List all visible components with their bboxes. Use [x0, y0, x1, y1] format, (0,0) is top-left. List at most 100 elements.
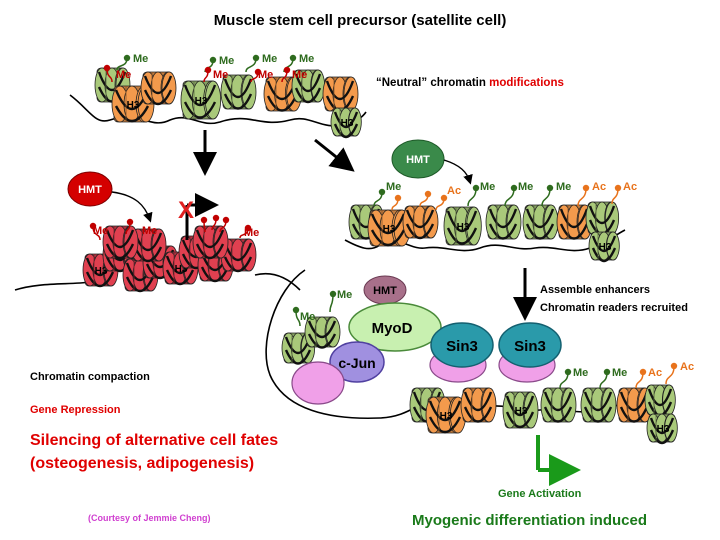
- h3-label: H3: [457, 222, 470, 233]
- svg-text:Me: Me: [299, 53, 314, 65]
- neutral-label-text: “Neutral” chromatin: [376, 77, 486, 89]
- methyl-tail: Me: [329, 289, 352, 313]
- svg-text:Me: Me: [116, 69, 131, 81]
- myod-label: MyoD: [372, 320, 413, 337]
- methyl-tail: Me: [281, 66, 307, 83]
- hmt-green-arrow: [443, 159, 473, 185]
- h3-label: H3: [515, 406, 528, 417]
- acetyl-tail: Ac: [635, 367, 662, 389]
- svg-text:Me: Me: [480, 181, 495, 193]
- methyl-tail: [200, 216, 208, 233]
- methyl-tail: Me: [504, 181, 533, 207]
- hmt-red-arrow: [111, 191, 153, 223]
- sin3-complex-right: Sin3: [498, 322, 562, 383]
- nucleosome: [102, 225, 139, 260]
- hmt-mauve-label: HMT: [373, 285, 397, 297]
- methyl-tail: Me: [541, 181, 571, 207]
- svg-text:Me: Me: [142, 225, 157, 237]
- acetyl-tail: Ac: [665, 361, 694, 385]
- courtesy-credit: (Courtesy of Jemmie Cheng): [88, 513, 211, 523]
- h3-label: H3: [127, 100, 140, 111]
- nucleosome: [644, 384, 676, 417]
- nucleosome: H3: [646, 413, 678, 445]
- nucleosome: H3: [502, 391, 539, 429]
- h3-label: H3: [175, 264, 188, 275]
- arrow-to-activation: [314, 138, 355, 172]
- h3-label: H3: [195, 96, 208, 107]
- readers-label: Chromatin readers recruited: [540, 302, 688, 314]
- nucleosome: [540, 387, 577, 423]
- svg-text:Me: Me: [258, 69, 273, 81]
- acetyl-tail: Ac: [577, 181, 606, 207]
- nucleosome: [616, 387, 653, 423]
- h3-label: H3: [599, 242, 612, 253]
- nucleosome: [522, 204, 559, 240]
- nucleosome: [220, 74, 257, 110]
- gene-repression-label: Gene Repression: [30, 404, 121, 416]
- myogenic-label: Myogenic differentiation induced: [412, 512, 648, 529]
- svg-text:Ac: Ac: [447, 185, 461, 197]
- block-x-mark: X: [178, 197, 194, 224]
- repressed-chromatin-fiber: [14, 272, 301, 291]
- svg-text:Me: Me: [337, 289, 352, 301]
- svg-text:Ac: Ac: [680, 361, 694, 373]
- methyl-tail: Me: [89, 222, 108, 241]
- nucleosome: [402, 205, 439, 240]
- neutral-label-highlight: modifications: [489, 77, 564, 89]
- nucleosome: H3: [367, 209, 411, 247]
- svg-text:Me: Me: [213, 69, 228, 81]
- svg-text:Me: Me: [133, 53, 148, 65]
- nucleosome: [322, 76, 359, 112]
- svg-text:Me: Me: [300, 311, 315, 323]
- page-title: Muscle stem cell precursor (satellite ce…: [213, 12, 507, 29]
- sin3-left-label: Sin3: [446, 338, 478, 355]
- blocked-transcription-arrow: [185, 193, 219, 240]
- svg-text:Me: Me: [386, 181, 401, 193]
- svg-text:Ac: Ac: [648, 367, 662, 379]
- methyl-tail: Me: [467, 181, 495, 207]
- nucleosome: [585, 201, 620, 236]
- chromatin-compaction-label: Chromatin compaction: [30, 371, 150, 383]
- pink-cofactor-left: [291, 361, 345, 405]
- nucleosome: [460, 387, 497, 423]
- svg-text:Me: Me: [292, 69, 307, 81]
- nucleosome: H3: [443, 206, 482, 246]
- sin3-right-label: Sin3: [514, 338, 546, 355]
- cjun-label: c-Jun: [338, 355, 375, 371]
- methyl-tail: Me: [559, 367, 588, 389]
- acetyl-tail: [419, 190, 432, 207]
- gene-activation-arrow: [536, 435, 581, 486]
- h3-label: H3: [341, 118, 354, 129]
- svg-text:Me: Me: [93, 225, 108, 237]
- svg-text:Me: Me: [573, 367, 588, 379]
- silencing-label-line2: (osteogenesis, adipogenesis): [30, 455, 255, 472]
- svg-text:Me: Me: [262, 53, 277, 65]
- svg-text:Ac: Ac: [623, 181, 637, 193]
- methyl-tail: Me: [250, 68, 273, 83]
- nucleosome: H3: [588, 231, 620, 263]
- hmt-red: HMT: [67, 171, 113, 207]
- nucleosome: H3: [330, 107, 362, 139]
- neutral-chromatin-label: “Neutral” chromatin modifications: [376, 77, 564, 89]
- h3-label: H3: [95, 266, 108, 277]
- nucleosome: [485, 204, 522, 240]
- hmt-green: HMT: [391, 139, 445, 179]
- nucleosome: [291, 69, 326, 104]
- myod-protein: MyoD: [348, 302, 442, 352]
- hmt-red-label: HMT: [78, 184, 102, 196]
- methyl-tail: Me: [373, 181, 401, 207]
- nucleosome: H3: [180, 80, 222, 120]
- svg-text:Me: Me: [612, 367, 627, 379]
- methyl-tail: Me: [599, 367, 627, 389]
- methyl-tail: Me: [292, 306, 315, 327]
- methyl-tail: Me: [203, 66, 228, 83]
- acetyl-tail: Ac: [435, 185, 461, 211]
- acetyl-tail: [391, 194, 402, 211]
- nucleosome: [580, 387, 617, 423]
- h3-label: H3: [657, 424, 670, 435]
- gene-activation-label: Gene Activation: [498, 488, 582, 500]
- nucleosome: H3: [425, 396, 467, 434]
- h3-label: H3: [383, 224, 396, 235]
- svg-text:Me: Me: [556, 181, 571, 193]
- nucleosome: [140, 71, 177, 106]
